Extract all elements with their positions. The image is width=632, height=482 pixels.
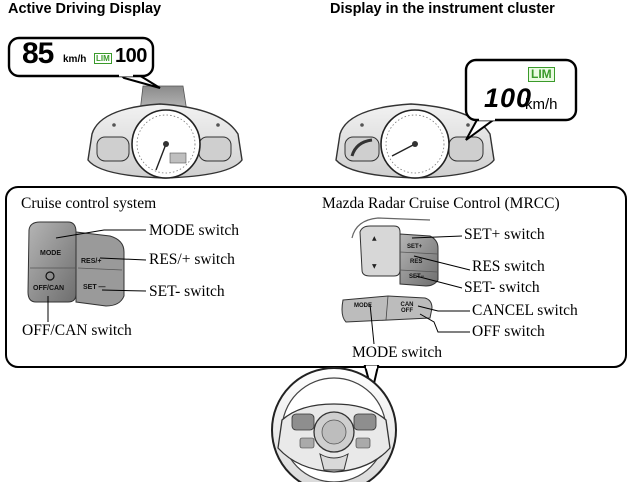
cruise-set-minus-switch-label: SET- switch — [149, 283, 225, 300]
cruise-mode-switch-text: MODE — [40, 250, 61, 257]
right-instrument-cluster — [335, 103, 495, 179]
mrcc-res-switch-label: RES switch — [472, 258, 545, 275]
mrcc-set-minus-switch-text: SET− — [409, 274, 425, 280]
mrcc-cancel-switch-label: CANCEL switch — [472, 302, 578, 319]
right-heading: Display in the instrument cluster — [330, 1, 555, 17]
mrcc-set-plus-switch-text: SET+ — [407, 244, 423, 250]
cruise-leader-lines — [47, 229, 147, 322]
mrcc-mode-switch-text: MODE — [354, 303, 372, 309]
hud-speed-unit: km/h — [63, 54, 87, 65]
svg-text:▲: ▲ — [372, 235, 377, 242]
switch-panel-frame — [5, 186, 627, 368]
mrcc-switch-illustration: ▲ ▼ — [341, 217, 439, 323]
steering-wheel — [271, 367, 397, 482]
cruise-switch-illustration — [27, 221, 125, 307]
mrcc-mode-switch-label: MODE switch — [352, 344, 442, 361]
mrcc-off-switch-label: OFF switch — [472, 323, 545, 340]
cruise-mode-switch-label: MODE switch — [149, 222, 239, 239]
hud-limit-value: 100 — [115, 45, 147, 67]
hud-speed-value: 85 — [22, 37, 54, 70]
active-driving-display-callout — [7, 36, 161, 89]
cluster-lim-badge: LIM — [528, 67, 555, 82]
cruise-off-can-switch-text: OFF/CAN — [33, 285, 65, 292]
left-heading: Active Driving Display — [8, 1, 162, 17]
cluster-speed-unit: km/h — [525, 96, 558, 113]
cruise-set-switch-text: SET — — [83, 284, 106, 291]
cruise-system-title: Cruise control system — [21, 195, 157, 212]
mrcc-title: Mazda Radar Cruise Control (MRCC) — [322, 195, 560, 212]
cruise-res-plus-switch-label: RES/+ switch — [149, 251, 235, 268]
left-instrument-cluster — [87, 85, 243, 179]
cruise-res-switch-text: RES/+ — [81, 258, 102, 265]
mrcc-set-minus-switch-label: SET- switch — [464, 279, 540, 296]
cruise-off-can-switch-label: OFF/CAN switch — [22, 322, 132, 339]
svg-text:▼: ▼ — [372, 263, 377, 270]
mrcc-can-off-switch-text: CAN OFF — [400, 302, 414, 314]
cluster-limit-value: 100 — [484, 83, 533, 113]
mrcc-set-plus-switch-label: SET+ switch — [464, 226, 545, 243]
hud-lim-badge: LIM — [94, 53, 112, 64]
mrcc-res-switch-text: RES — [410, 259, 423, 265]
mrcc-leader-lines — [369, 235, 471, 345]
